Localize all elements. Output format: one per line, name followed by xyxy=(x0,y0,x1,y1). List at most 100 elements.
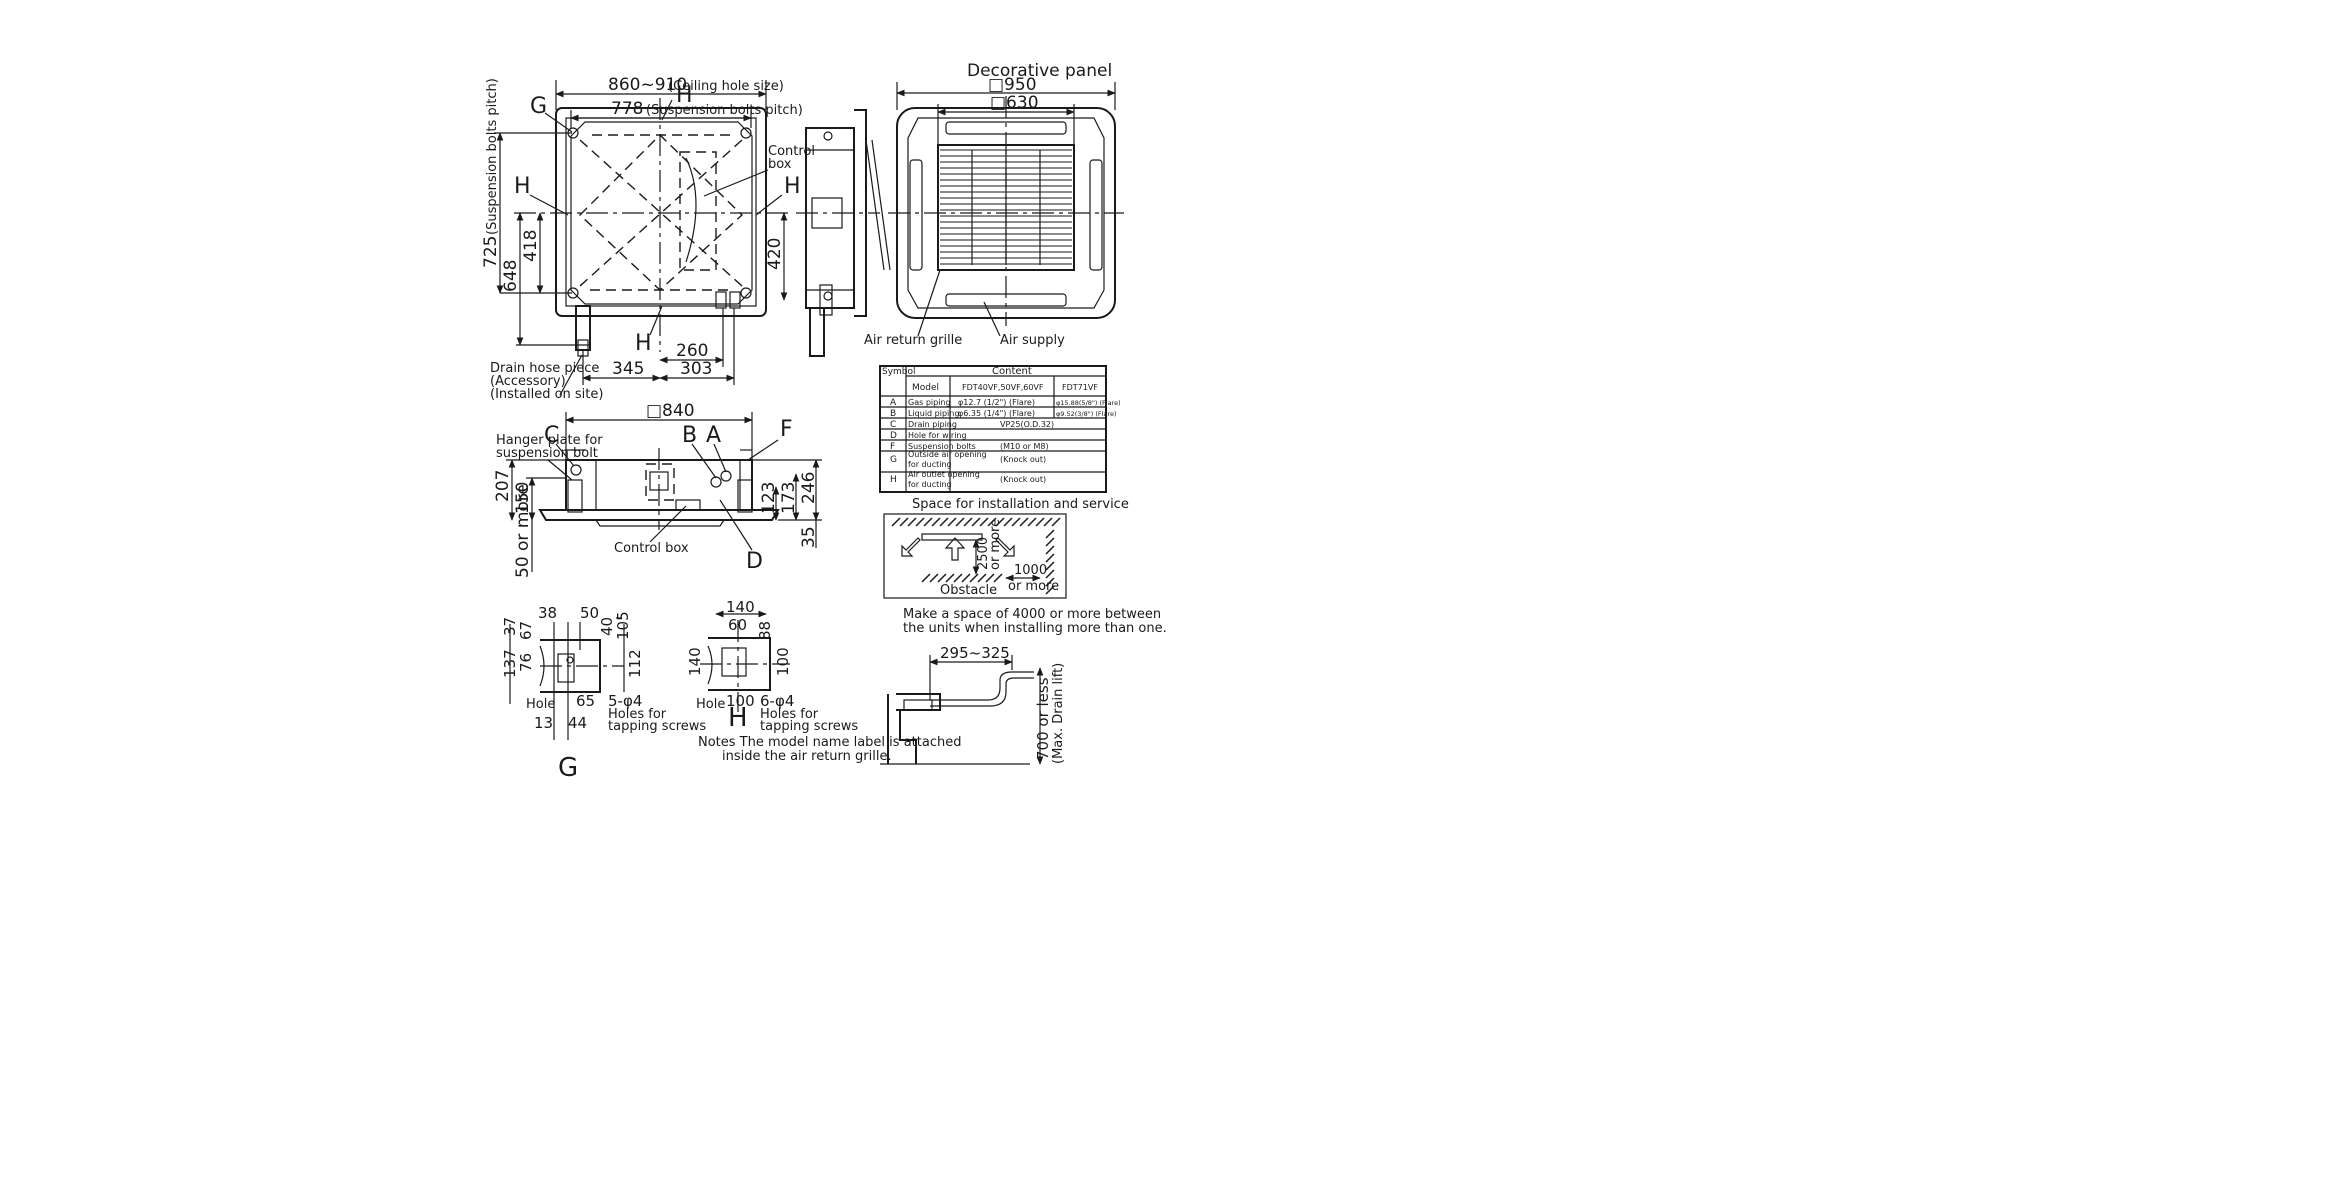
wall-hatch xyxy=(1045,529,1055,595)
table-h-model: Model xyxy=(912,383,939,393)
note-line2: inside the air return grille. xyxy=(722,749,892,764)
h-d88: 88 xyxy=(756,621,774,640)
g-holes: 5-φ4 xyxy=(608,692,642,710)
g-d40: 40 xyxy=(598,617,616,636)
table-row-symbol: G xyxy=(890,455,897,465)
hatch-line xyxy=(1045,529,1055,539)
table-row-symbol: B xyxy=(890,409,896,419)
table-row-item: Hole for wiring xyxy=(908,431,967,440)
hatch-line xyxy=(1045,577,1055,587)
dim-bolt-pitch-h-note: (Suspension bolts pitch) xyxy=(646,103,803,118)
hatch-line xyxy=(963,517,973,527)
dim-123: 123 xyxy=(759,482,779,514)
table-row-symbol: A xyxy=(890,398,897,408)
label-d: D xyxy=(746,549,763,574)
obstacle-hatch xyxy=(921,573,1003,583)
hatch-line xyxy=(907,517,917,527)
drain-lift-note: (Max. Drain lift) xyxy=(1051,663,1066,764)
h-holes: 6-φ4 xyxy=(760,692,794,710)
drain-hose-label2: (Accessory) xyxy=(490,374,566,389)
dim-ceiling-hole-note: (Ceiling hole size) xyxy=(668,79,784,94)
hatch-line xyxy=(995,517,1005,527)
control-box-label2: box xyxy=(768,157,792,172)
hatch-line xyxy=(1011,517,1021,527)
g-d13: 13 xyxy=(534,714,553,732)
space-title: Space for installation and service xyxy=(912,497,1129,512)
hatch-line xyxy=(931,517,941,527)
g-d44: 44 xyxy=(568,714,587,732)
detail-h: 140 60 88 140 100 100 6-φ4 Hole Holes fo… xyxy=(686,598,858,734)
hatch-line xyxy=(953,573,963,583)
hatch-line xyxy=(1045,545,1055,555)
table-row-symbol: C xyxy=(890,420,896,430)
table-row-item: Air outlet opening xyxy=(908,470,980,479)
table-row-value: VP25(O.D.32) xyxy=(1000,420,1054,429)
dim-260: 260 xyxy=(676,341,708,361)
drain-lift-diagram: 295~325 700 or less (Max. Drain lift) xyxy=(880,644,1066,765)
h-hole: Hole xyxy=(696,697,725,712)
table-row-value-71: φ9.52(3/8") (Flare) xyxy=(1056,410,1116,418)
hatch-line xyxy=(961,573,971,583)
unit-side-narrow-view xyxy=(796,109,891,357)
label-f: F xyxy=(780,417,793,442)
space-note1: Make a space of 4000 or more between xyxy=(903,607,1161,622)
dim-303: 303 xyxy=(680,359,712,379)
or-more-v: or more xyxy=(988,519,1003,570)
hatch-line xyxy=(971,517,981,527)
hatch-line xyxy=(939,517,949,527)
g-d50: 50 xyxy=(580,604,599,622)
note-line1: Notes The model name label is attached xyxy=(698,735,961,750)
table-row-item: Drain piping xyxy=(908,420,957,429)
drain-hose-label3: (Installed on site) xyxy=(490,387,603,402)
hatch-line xyxy=(929,573,939,583)
h-label: H xyxy=(728,703,748,733)
installation-space-diagram: Space for installation and service 2500 … xyxy=(883,497,1167,636)
hatch-line xyxy=(1045,561,1055,571)
hatch-line xyxy=(955,517,965,527)
table-row-item2: for ducting xyxy=(908,460,952,469)
hatch-line xyxy=(993,573,1003,583)
dim-246: 246 xyxy=(799,472,819,504)
dim-150: 150 xyxy=(513,482,533,514)
hatch-line xyxy=(891,517,901,527)
h-d100: 100 xyxy=(726,692,755,710)
g-hole: Hole xyxy=(526,697,555,712)
unit-top-view: 860~910 (Ceiling hole size) 778 (Suspens… xyxy=(481,75,815,402)
hanger-label2: suspension bolt xyxy=(496,446,598,461)
dim-bolt-pitch-v-note: (Suspension bolts pitch) xyxy=(485,78,500,235)
hatch-line xyxy=(1003,517,1013,527)
panel-title: Decorative panel xyxy=(967,61,1112,81)
hatch-line xyxy=(945,573,955,583)
drain-lift-dim: 700 or less xyxy=(1034,677,1052,760)
g-d65: 65 xyxy=(576,692,595,710)
table-row-symbol: F xyxy=(890,442,895,452)
label-c: C xyxy=(544,423,559,448)
dim-173: 173 xyxy=(779,482,799,514)
space-note2: the units when installing more than one. xyxy=(903,621,1167,636)
dim-840: □840 xyxy=(646,401,695,421)
obstacle-label: Obstacle xyxy=(940,583,997,598)
dim-bolt-pitch-v: 725 xyxy=(481,236,501,268)
hatch-line xyxy=(1051,517,1061,527)
h-tap1: Holes for xyxy=(760,707,819,722)
g-tap2: tapping screws xyxy=(608,719,706,734)
g-d112: 112 xyxy=(626,649,644,678)
detail-g: 38 50 37 67 40 105 137 76 112 65 13 44 5… xyxy=(501,604,706,783)
hatch-line xyxy=(987,517,997,527)
label-b: B xyxy=(682,423,697,448)
table-row-value: (Knock out) xyxy=(1000,455,1046,464)
g-tap1: Holes for xyxy=(608,707,667,722)
hatch-line xyxy=(947,517,957,527)
table-row-value-71: φ15.88(5/8") (Flare) xyxy=(1056,399,1121,407)
hatch-line xyxy=(977,573,987,583)
label-h-top: H xyxy=(676,83,693,108)
ceiling-hatch xyxy=(891,517,1061,527)
dim-35: 35 xyxy=(799,526,819,548)
label-a: A xyxy=(706,423,721,448)
label-h-left: H xyxy=(514,174,531,199)
table-h-fdt71: FDT71VF xyxy=(1062,383,1098,392)
table-row-symbol: H xyxy=(890,475,897,485)
hatch-line xyxy=(1019,517,1029,527)
